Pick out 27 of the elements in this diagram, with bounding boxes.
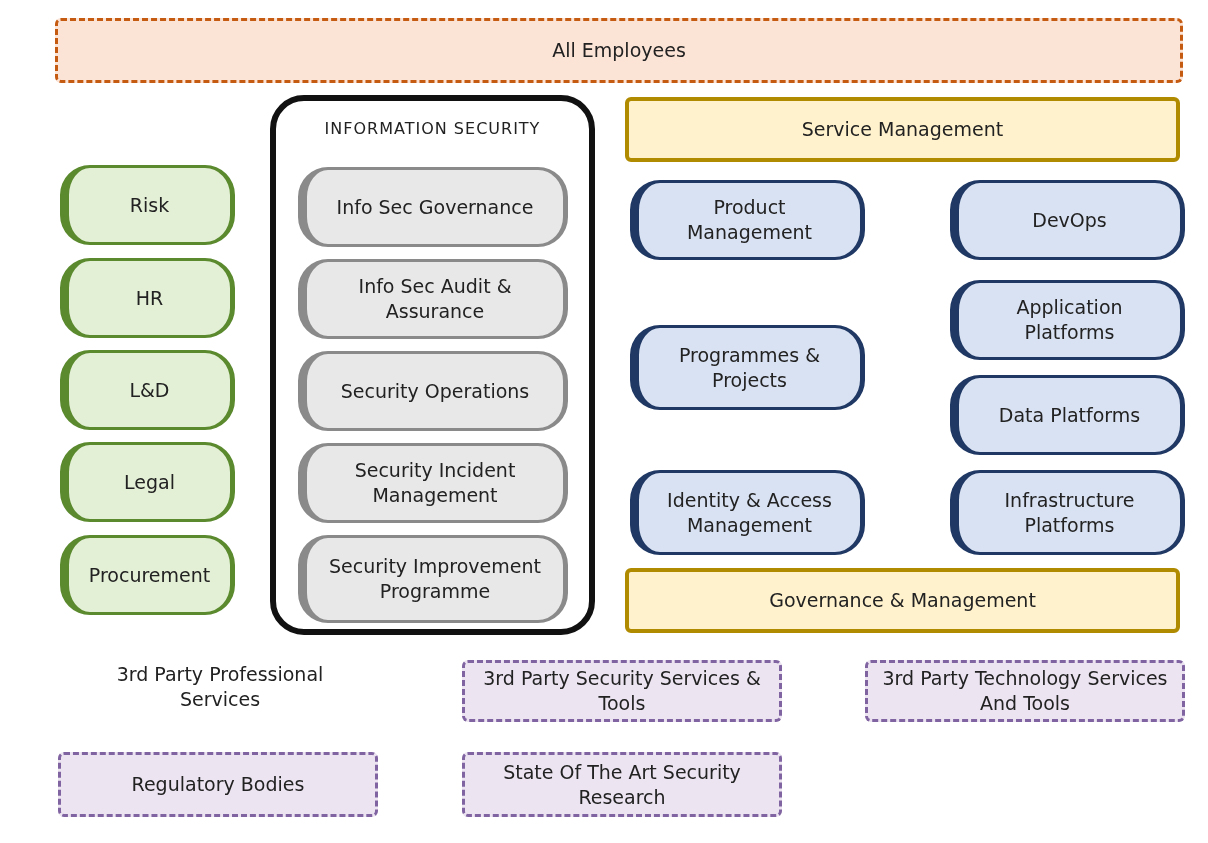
- rounded-box: Info Sec Audit & Assurance: [298, 259, 568, 339]
- dashed-box: All Employees: [55, 18, 1183, 83]
- rounded-box: Procurement: [60, 535, 235, 615]
- dashed-box: State Of The Art Security Research: [462, 752, 782, 817]
- rounded-box: Security Improvement Programme: [298, 535, 568, 623]
- rounded-box: Security Incident Management: [298, 443, 568, 523]
- dashed-box: 3rd Party Security Services & Tools: [462, 660, 782, 722]
- rounded-box: Legal: [60, 442, 235, 522]
- note-text: 3rd Party Professional Services: [115, 662, 325, 712]
- group-title: INFORMATION SECURITY: [323, 119, 542, 140]
- rounded-box: Security Operations: [298, 351, 568, 431]
- rounded-box: HR: [60, 258, 235, 338]
- rounded-box: Risk: [60, 165, 235, 245]
- rounded-box: Application Platforms: [950, 280, 1185, 360]
- group-panel: [270, 95, 595, 635]
- band-box: Governance & Management: [625, 568, 1180, 633]
- rounded-box: Info Sec Governance: [298, 167, 568, 247]
- rounded-box: Data Platforms: [950, 375, 1185, 455]
- dashed-box: Regulatory Bodies: [58, 752, 378, 817]
- rounded-box: L&D: [60, 350, 235, 430]
- rounded-box: Infrastructure Platforms: [950, 470, 1185, 555]
- rounded-box: Product Management: [630, 180, 865, 260]
- band-box: Service Management: [625, 97, 1180, 162]
- rounded-box: Identity & Access Management: [630, 470, 865, 555]
- rounded-box: DevOps: [950, 180, 1185, 260]
- rounded-box: Programmes & Projects: [630, 325, 865, 410]
- dashed-box: 3rd Party Technology Services And Tools: [865, 660, 1185, 722]
